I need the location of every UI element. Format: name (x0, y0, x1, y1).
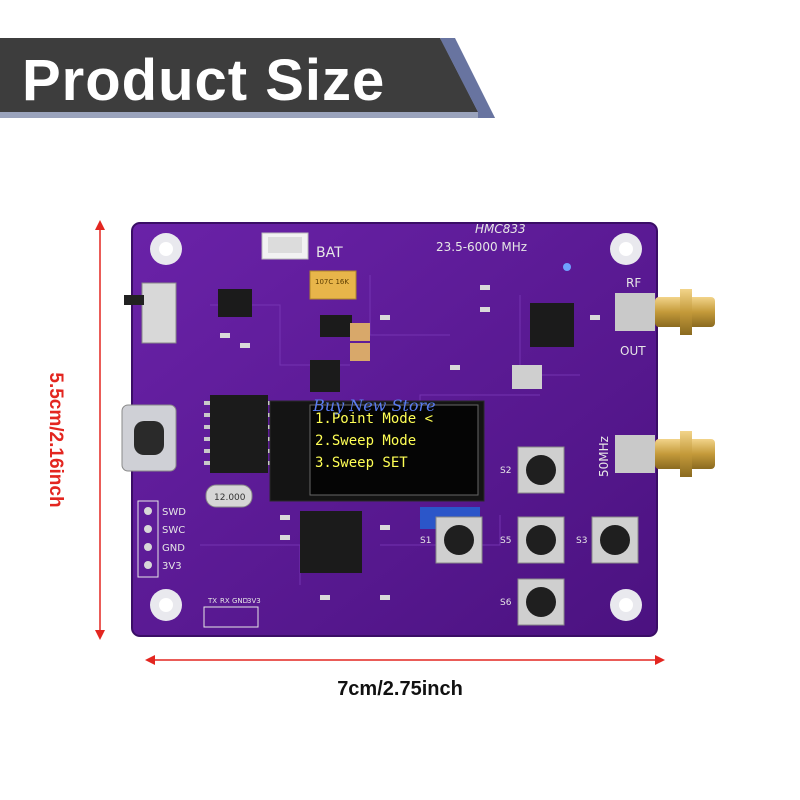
width-label: 7cm/2.75inch (337, 678, 463, 700)
pcb-board: BAT HMC833 23.5-6000 MHz 107C 16K 12.000 (121, 222, 715, 637)
button-label-s2: S2 (500, 466, 511, 476)
pin-tx: TX (207, 597, 217, 605)
oled-line-2: 2.Sweep Mode (315, 433, 417, 449)
height-label: 5.5cm/2.16inch (45, 372, 66, 508)
button-s5 (517, 516, 565, 564)
pin-swc: SWC (162, 525, 185, 536)
button-s6 (517, 578, 565, 626)
oled-display: 1.Point Mode < 2.Sweep Mode 3.Sweep SET (315, 408, 475, 491)
pin-rx: RX (220, 597, 230, 605)
mounting-hole-tl (150, 233, 182, 265)
pin-3v3: 3V3 (162, 561, 182, 572)
button-label-s3: S3 (576, 536, 587, 546)
out-label: OUT (620, 344, 646, 358)
banner-title: Product Size (22, 48, 386, 113)
rf-label: RF (626, 276, 641, 290)
button-label-s1: S1 (420, 536, 431, 546)
button-s3 (591, 516, 639, 564)
button-label-s5: S5 (500, 536, 511, 546)
pin-gnd: GND (162, 543, 185, 554)
watermark: Buy New Store (313, 396, 436, 415)
freq-range: 23.5-6000 MHz (436, 240, 527, 254)
mounting-hole-bl (150, 589, 182, 621)
bat-label: BAT (316, 245, 343, 261)
rf-connector (615, 289, 715, 335)
height-dimension-arrow (95, 220, 105, 640)
mounting-hole-tr (610, 233, 642, 265)
capacitor-label: 107C 16K (315, 278, 349, 286)
mhz-label: 50MHz (597, 436, 611, 477)
oled-line-3: 3.Sweep SET (315, 455, 408, 471)
button-label-s6: S6 (500, 598, 512, 608)
pin-swd: SWD (162, 507, 186, 518)
oled-line-1: 1.Point Mode < (315, 411, 434, 427)
pin-gnd-bottom: GND (232, 597, 248, 605)
width-dimension-arrow (145, 655, 665, 665)
button-s2 (517, 446, 565, 494)
button-s1 (435, 516, 483, 564)
mounting-hole-br (610, 589, 642, 621)
50mhz-connector (615, 431, 715, 477)
chip-name: HMC833 (475, 222, 526, 236)
crystal-label: 12.000 (214, 493, 246, 503)
title-banner (0, 38, 495, 118)
pin-3v3-bottom: 3V3 (247, 597, 261, 605)
